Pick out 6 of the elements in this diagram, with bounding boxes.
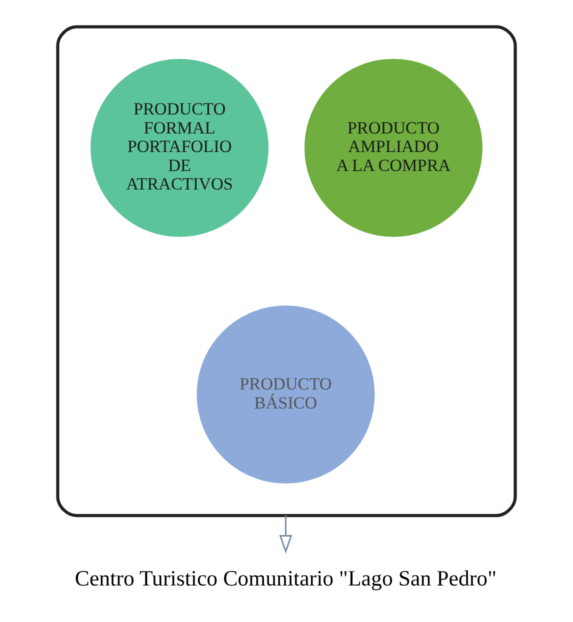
node-text: Centro Turistico Comunitario "Lago San Pedro" <box>74 566 497 590</box>
node-circle: PRODUCTO FORMAL PORTAFOLIO DE ATRACTIVOS <box>88 57 270 238</box>
node-circle: PRODUCTO AMPLIADO A LA COMPRA <box>302 57 484 238</box>
arrow <box>279 516 292 554</box>
node-circle: PRODUCTO BÁSICO <box>195 304 376 486</box>
cluster <box>56 25 517 518</box>
